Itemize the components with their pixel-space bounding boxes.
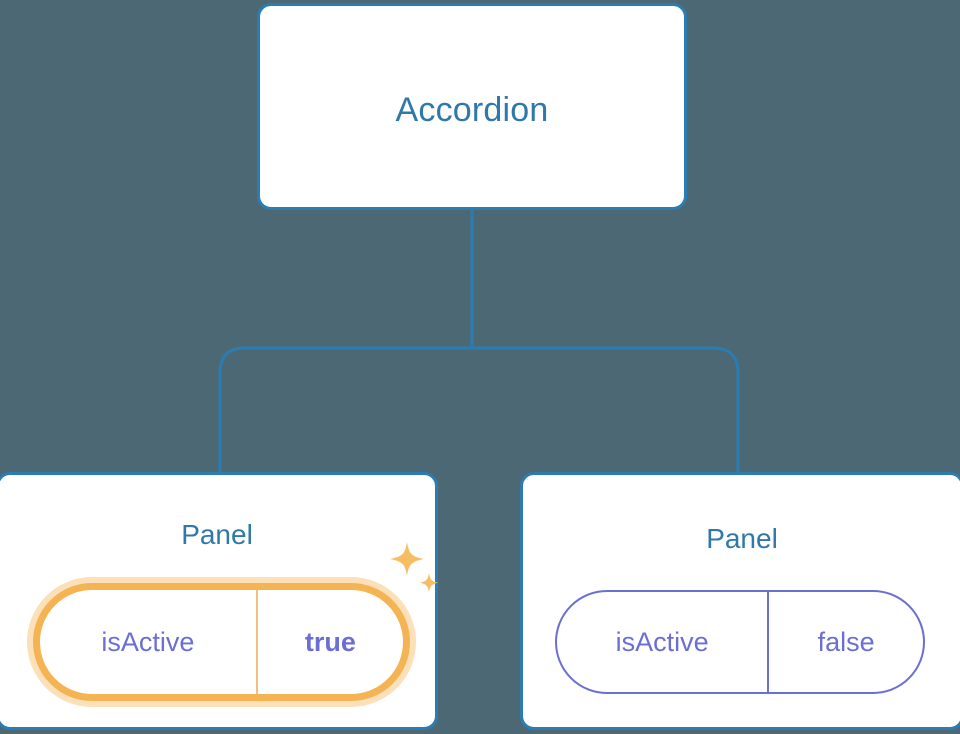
connector-branch-right	[472, 346, 740, 472]
prop-value-label: true	[304, 626, 356, 657]
prop-pill-isactive-false[interactable]: isActive false	[555, 590, 925, 694]
node-title-accordion: Accordion	[395, 91, 549, 129]
prop-key-label: isActive	[40, 590, 258, 694]
prop-pill-isactive-true[interactable]: isActive true	[33, 583, 410, 701]
connector-branch-left	[218, 346, 472, 472]
prop-key-label: isActive	[557, 592, 770, 692]
node-card-accordion[interactable]: Accordion	[257, 3, 687, 210]
prop-value-label: false	[817, 626, 875, 657]
node-title-panel-1: Panel	[706, 523, 778, 554]
node-title-panel-0: Panel	[181, 519, 253, 550]
